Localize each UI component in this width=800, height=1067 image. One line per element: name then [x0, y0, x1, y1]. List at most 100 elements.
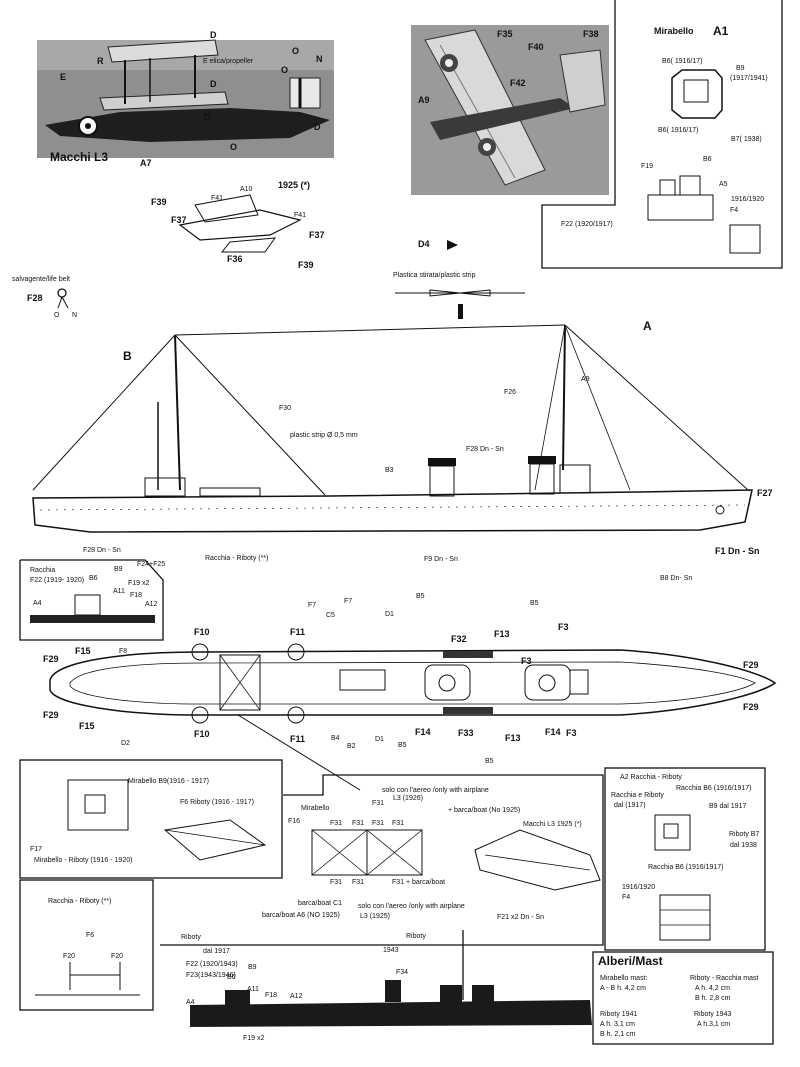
profile-f26: F26: [504, 389, 516, 396]
propeller-label: E elica/propeller: [203, 58, 254, 65]
mast-row0-left-title: Mirabello mast:: [600, 975, 648, 982]
macchi-label-d1: D: [210, 30, 217, 40]
mirabello-a1-f4: F4: [730, 207, 738, 214]
plan-f7a: F7: [308, 602, 316, 609]
profile-b8: B8 Dn- Sn: [660, 575, 692, 582]
ship-plan: F10 F11 F7 C5 F7 D1 B5 B5 F13 F3 F15 F8 …: [43, 593, 777, 791]
center-boat-c1: barca/boat C1: [298, 900, 342, 907]
a2-label-1: dal (1917): [614, 802, 646, 809]
mast-row0-right: A h. 4,2 cm: [695, 985, 730, 992]
riboty-riboty2: Riboty: [406, 933, 426, 940]
mast-row0-left: A - B h. 4,2 cm: [600, 985, 646, 992]
plan-f11a: F11: [290, 627, 305, 637]
box1-title: Mirabello B9(1916 - 1917): [128, 778, 209, 785]
macchi-title: Macchi L3: [50, 150, 108, 164]
a2-label-2: Racchia B6 (1916/1917): [676, 785, 752, 792]
mast-row1-left: A h. 3,1 cm: [600, 1021, 635, 1028]
riboty-b6: B6: [227, 974, 236, 981]
profile-plastic: plastic strip Ø 0,5 mm: [290, 432, 358, 439]
lifebelt-n: N: [72, 312, 77, 319]
mirabello-a1-label-b9y: (1917/1941): [730, 75, 768, 82]
profile-f9: F9 Dn - Sn: [424, 556, 458, 563]
center-f31b: F31: [330, 820, 342, 827]
plan-d1b: D1: [375, 736, 384, 743]
mirabello-a1-year: 1916/1920: [731, 196, 764, 203]
plan-b5b: B5: [530, 600, 539, 607]
racchia-b9: B9: [114, 566, 123, 573]
plan-f32: F32: [451, 634, 467, 644]
plan-d1a: D1: [385, 611, 394, 618]
racchia-title: Racchia: [30, 567, 55, 574]
box2-f6: F6: [86, 932, 94, 939]
plan-f8: F8: [119, 648, 127, 655]
mirabello-a1-title: Mirabello: [654, 26, 694, 36]
plan-c5: C5: [326, 612, 335, 619]
a2-label-0: Racchia e Riboty: [611, 792, 664, 799]
seaplane-label-f36: F36: [227, 254, 243, 264]
plan-f3a: F3: [558, 622, 569, 632]
riboty-b9: B9: [248, 964, 257, 971]
macchi-label-d2: D: [210, 79, 217, 89]
riboty-dal: Riboty: [181, 934, 201, 941]
box1-caption: Mirabello - Riboty (1916 - 1920): [34, 857, 132, 864]
mirabello-a1-f19: F19: [641, 163, 653, 170]
racchia-f19: F19 x2: [128, 580, 150, 587]
ship-profile: A B F30 plastic strip Ø 0,5 mm F26 A9 F2…: [32, 319, 773, 582]
seaplane-year: 1925 (*): [278, 180, 310, 190]
seaplane-label-f41b: F41: [294, 212, 306, 219]
plan-f11b: F11: [290, 734, 305, 744]
center-f21: F21 x2 Dn - Sn: [497, 914, 544, 921]
box2-f20b: F20: [111, 953, 123, 960]
macchi-label-o3: O: [230, 142, 237, 152]
center-f31boat: F31 + barca/boat: [392, 879, 445, 886]
photo2-label-f42: F42: [510, 78, 526, 88]
mirabello-a1-code: A1: [713, 24, 729, 38]
plan-f33: F33: [458, 728, 474, 738]
box1-f6: F6 Riboty (1916 - 1917): [180, 799, 254, 806]
mirabello-a1-a5: A5: [719, 181, 728, 188]
center-macchi: Macchi L3 1925 (*): [523, 821, 582, 828]
macchi-label-n: N: [316, 54, 323, 64]
seaplane-label-a10: A10: [240, 186, 253, 193]
racchia-b6: B6: [89, 575, 98, 582]
mirabello-a1-label-b6b: B6( 1916/17): [658, 127, 698, 134]
profile-racchia: Racchia - Riboty (**): [205, 555, 268, 562]
plastic-strip-detail: D4 Plastica stirata/plastic strip: [393, 239, 525, 319]
plan-f29d: F29: [743, 702, 759, 712]
plan-f29b: F29: [743, 660, 759, 670]
plan-f15a: F15: [75, 646, 91, 656]
riboty-year: dal 1917: [203, 948, 230, 955]
macchi-photo: Macchi L3 D R E D D A7 O O N D O E elica…: [37, 30, 334, 168]
mirabello-b9-box: Mirabello B9(1916 - 1917) F6 Riboty (191…: [19, 759, 283, 879]
lifebelt-label: salvagente/life belt: [12, 276, 70, 283]
center-f31e: F31: [392, 820, 404, 827]
mirabello-a1-b6: B6: [703, 156, 712, 163]
plastic-label: Plastica stirata/plastic strip: [393, 272, 476, 279]
lifebelt-f28: F28: [27, 293, 43, 303]
macchi-label-o2: O: [281, 65, 288, 75]
riboty-a12: A12: [290, 993, 303, 1000]
center-f31g: F31: [352, 879, 364, 886]
center-boat: + barca/boat (No 1925): [448, 807, 520, 814]
racchia-f18: F18: [130, 592, 142, 599]
profile-f27: F27: [757, 488, 773, 498]
d4-label: D4: [418, 239, 430, 249]
racchia-inset: Racchia F22 (1919- 1920) B6 B9 F19 x2 A1…: [19, 559, 164, 641]
macchi-label-a7: A7: [140, 158, 152, 168]
mast-title: Alberi/Mast: [598, 954, 663, 968]
photo2-label-f40: F40: [528, 42, 544, 52]
plan-f3b: F3: [521, 656, 532, 666]
racchia-riboty-box: Racchia - Riboty (**) F6 F20 F20: [19, 879, 154, 1011]
macchi-label-e: E: [60, 72, 66, 82]
center-boat-a6: barca/boat A6 (NO 1925): [262, 912, 340, 919]
seaplane-label-f37b: F37: [309, 230, 325, 240]
box2-title: Racchia - Riboty (**): [48, 898, 111, 905]
plan-f13b: F13: [505, 733, 521, 743]
mast-row1-left-title: Riboty 1941: [600, 1011, 637, 1018]
profile-b3: B3: [385, 467, 394, 474]
center-solo2: L3 (1926): [393, 795, 423, 802]
seaplane-sketch: 1925 (*) F39 F41 A10 F37 F41 F37 F36 F39: [151, 180, 325, 270]
a2-label-6: Racchia B6 (1916/1917): [648, 864, 724, 871]
a2-label-5: dal 1938: [730, 842, 757, 849]
a2-label-7: 1916/1920: [622, 884, 655, 891]
